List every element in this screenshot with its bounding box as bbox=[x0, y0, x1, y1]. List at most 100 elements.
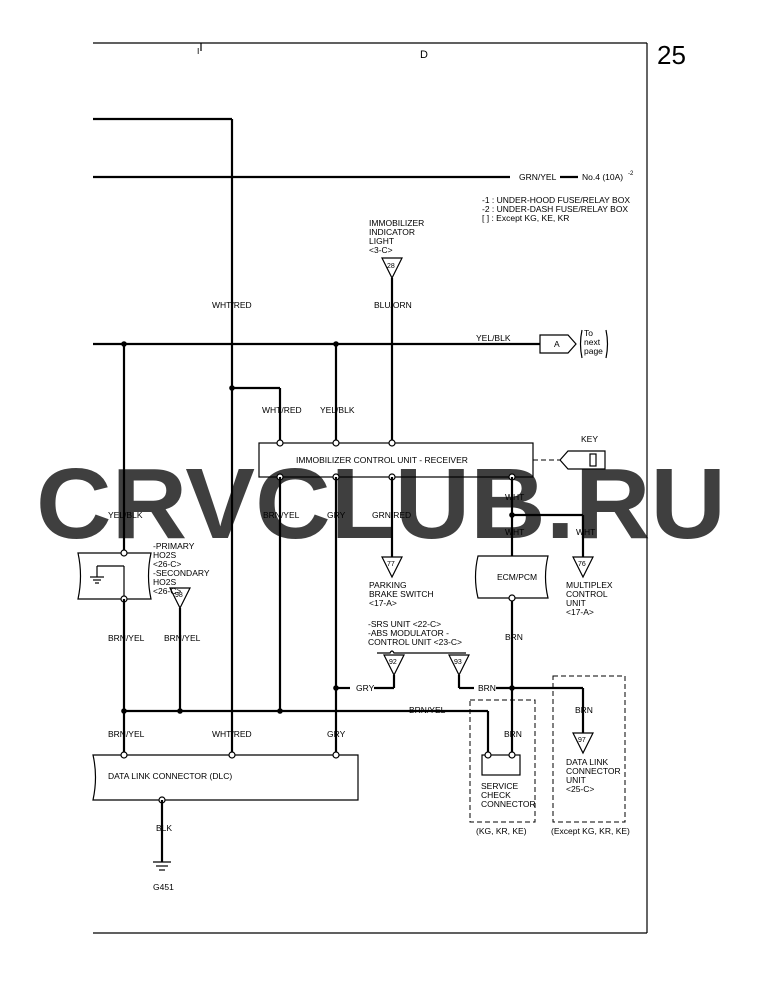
key-blade-icon bbox=[589, 453, 597, 467]
connector-93-label: 93 bbox=[454, 659, 462, 666]
brn-yel-label-dlc: BRN/YEL bbox=[108, 729, 145, 739]
page-number: 25 bbox=[657, 40, 686, 70]
brn-yel-bus bbox=[121, 599, 490, 755]
blk-label: BLK bbox=[156, 823, 172, 833]
srs-abs-bracket bbox=[377, 650, 466, 654]
connector-93-triangle bbox=[448, 654, 470, 677]
connector-77-label: 77 bbox=[387, 561, 395, 568]
key-label: KEY bbox=[581, 434, 598, 444]
parking-brake-label-3: <17-A> bbox=[369, 598, 397, 608]
ground-label: G451 bbox=[153, 882, 174, 892]
service-check-connector-box bbox=[481, 754, 521, 776]
connector-92-label: 92 bbox=[389, 659, 397, 666]
dlc-unit-label-1: DATA LINK bbox=[566, 757, 609, 767]
service-check-region bbox=[469, 699, 536, 823]
connector-28-label: 28 bbox=[387, 263, 395, 270]
next-page-label-2: next bbox=[584, 337, 601, 347]
wht-label-3: WHT bbox=[576, 527, 595, 537]
brn-label-dlc-unit: BRN bbox=[575, 705, 593, 715]
grn-red-label: GRN/RED bbox=[372, 510, 411, 520]
connector-77-triangle bbox=[381, 556, 403, 579]
fuse-feed bbox=[93, 117, 578, 755]
srs-abs-wires bbox=[333, 675, 585, 733]
immo-light-label-3: LIGHT bbox=[369, 236, 394, 246]
wht-red-label-receiver: WHT/RED bbox=[262, 405, 302, 415]
connector-98-label: 98 bbox=[175, 592, 183, 599]
parking-brake-label-1: PARKING bbox=[369, 580, 407, 590]
dlc-box bbox=[92, 754, 359, 801]
multiplex-label-4: <17-A> bbox=[566, 607, 594, 617]
connector-92-triangle bbox=[383, 654, 405, 677]
note-underdash: -2 : UNDER-DASH FUSE/RELAY BOX bbox=[482, 204, 628, 214]
service-check-pins bbox=[484, 751, 516, 759]
immobilizer-receiver-label: IMMOBILIZER CONTROL UNIT - RECEIVER bbox=[296, 455, 468, 465]
next-page-bracket-left bbox=[579, 329, 583, 359]
srs-abs-label-1: -SRS UNIT <22-C> bbox=[368, 619, 441, 629]
gry-label-dlc: GRY bbox=[327, 729, 346, 739]
brn-label-service-check: BRN bbox=[504, 729, 522, 739]
yel-blk-label-bus: YEL/BLK bbox=[476, 333, 511, 343]
receiver-output-wires bbox=[278, 477, 585, 755]
brn-label-ecm: BRN bbox=[505, 632, 523, 642]
ho2s-box bbox=[77, 552, 152, 600]
ecm-pcm-box bbox=[474, 555, 549, 599]
wht-red-label-dlc: WHT/RED bbox=[212, 729, 252, 739]
dlc-unit-label-3: UNIT bbox=[566, 775, 586, 785]
blu-orn-label: BLU/ORN bbox=[374, 300, 412, 310]
wht-red-branch bbox=[229, 385, 282, 443]
grid-letter-i: I bbox=[197, 46, 199, 56]
note-except: [ ] : Except KG, KE, KR bbox=[482, 213, 569, 223]
ho2s-label-6: <26-C> bbox=[153, 586, 181, 596]
fuse-label: No.4 (10A) bbox=[582, 172, 623, 182]
dlc-unit-note: (Except KG, KR, KE) bbox=[551, 826, 630, 836]
dlc-pins bbox=[120, 751, 340, 804]
ground-icon-ho2s bbox=[90, 565, 125, 599]
next-page-bracket-right bbox=[605, 329, 609, 359]
multiplex-label-1: MULTIPLEX bbox=[566, 580, 613, 590]
immo-light-ref: <3-C> bbox=[369, 245, 393, 255]
brn-yel-label-receiver: BRN/YEL bbox=[263, 510, 300, 520]
connector-97-triangle bbox=[572, 732, 594, 755]
wht-label-1: WHT bbox=[505, 492, 524, 502]
fuse-wire-label: GRN/YEL bbox=[519, 172, 557, 182]
service-check-label-3: CONNECTOR bbox=[481, 799, 536, 809]
note-underhood: -1 : UNDER-HOOD FUSE/RELAY BOX bbox=[482, 195, 630, 205]
page-frame bbox=[93, 42, 648, 934]
immo-light-label-1: IMMOBILIZER bbox=[369, 218, 424, 228]
fuse-superscript: -2 bbox=[628, 171, 634, 177]
grid-letter-d: D bbox=[420, 49, 428, 61]
service-check-note: (KG, KR, KE) bbox=[476, 826, 527, 836]
dlc-label: DATA LINK CONNECTOR (DLC) bbox=[108, 771, 232, 781]
dlc-unit-label-2: CONNECTOR bbox=[566, 766, 621, 776]
gry-label-srs: GRY bbox=[356, 683, 375, 693]
srs-abs-label-3: CONTROL UNIT <23-C> bbox=[368, 637, 462, 647]
connector-76-triangle bbox=[572, 556, 594, 579]
dlc-unit-label-4: <25-C> bbox=[566, 784, 594, 794]
yel-blk-label-ho2s: YEL/BLK bbox=[108, 510, 143, 520]
srs-abs-label-2: -ABS MODULATOR - bbox=[368, 628, 449, 638]
ground-icon-g451 bbox=[153, 861, 171, 871]
ecm-pin bbox=[508, 594, 516, 602]
ho2s-label-2: HO2S bbox=[153, 550, 176, 560]
connector-a-label: A bbox=[554, 339, 560, 349]
gry-label-receiver: GRY bbox=[327, 510, 346, 520]
key-icon bbox=[559, 450, 606, 470]
ho2s-pins bbox=[120, 549, 128, 603]
next-page-label-3: page bbox=[584, 346, 603, 356]
connector-a bbox=[539, 334, 577, 354]
watermark: CRVCLUB.RU bbox=[36, 448, 726, 560]
multiplex-label-3: UNIT bbox=[566, 598, 586, 608]
connector-76-label: 76 bbox=[578, 561, 586, 568]
brn-yel-label-ho2s-1: BRN/YEL bbox=[108, 633, 145, 643]
connector-28-triangle bbox=[381, 257, 403, 280]
ho2s-label-5: HO2S bbox=[153, 577, 176, 587]
service-check-label-2: CHECK bbox=[481, 790, 511, 800]
multiplex-label-2: CONTROL bbox=[566, 589, 608, 599]
brn-label-abs: BRN bbox=[478, 683, 496, 693]
next-page-label-1: To bbox=[584, 328, 593, 338]
ecm-pcm-label: ECM/PCM bbox=[497, 572, 537, 582]
receiver-pins bbox=[276, 439, 516, 481]
yel-blk-label-receiver: YEL/BLK bbox=[320, 405, 355, 415]
ho2s-label-3: <26-C> bbox=[153, 559, 181, 569]
